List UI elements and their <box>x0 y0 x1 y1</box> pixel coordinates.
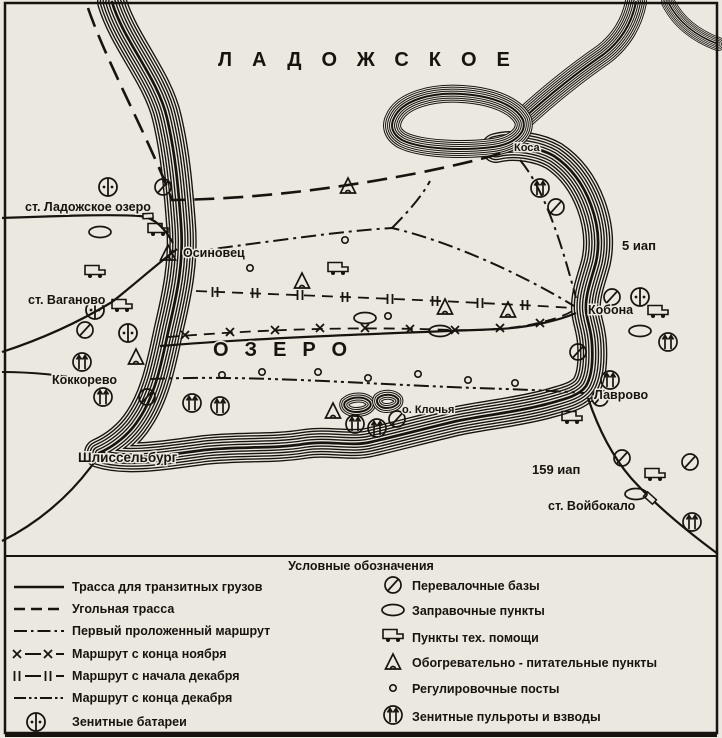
label-lavrovo: Лаврово <box>594 388 649 402</box>
lake-name-center: ОЗЕРО <box>213 339 363 361</box>
post-icon <box>313 367 323 377</box>
post-icon <box>246 263 254 273</box>
post-icon <box>257 367 267 377</box>
route-end-december <box>149 376 585 394</box>
post-icon <box>413 369 423 379</box>
legend-title: Условные обозначения <box>288 559 434 573</box>
fuel-icon <box>88 225 112 239</box>
truck-icon <box>84 264 106 279</box>
first-laid-route-branch <box>391 180 431 229</box>
label-kobona: Кобона <box>588 303 634 317</box>
station-symbol-ladozhskoye <box>142 212 154 220</box>
rail-to-voybokalo <box>586 397 719 555</box>
refueling-point-icon <box>381 603 405 617</box>
route-start-december <box>195 290 573 309</box>
tent-icon <box>127 348 145 365</box>
label-kosa: Коса <box>514 142 541 154</box>
label-kokkorevo: Коккорево <box>52 373 117 387</box>
transshipment-base-icon <box>384 576 402 594</box>
platoon-icon <box>72 352 92 372</box>
truck-icon <box>644 467 666 482</box>
platoon-icon <box>182 393 202 413</box>
legend: Условные обозначения Трасса для транзитн… <box>6 555 716 732</box>
legend-item-transit-route: Трасса для транзитных грузов <box>72 580 263 594</box>
platoon-icon <box>682 512 702 532</box>
fuel-icon <box>628 324 652 338</box>
legend-item-coal-route: Угольная трасса <box>72 602 175 616</box>
xmark-icon <box>315 323 325 333</box>
legend-item-first-route: Первый проложенный маршрут <box>72 624 270 638</box>
tent-icon <box>293 272 311 289</box>
bars-icon <box>386 293 394 305</box>
post-icon <box>363 373 373 383</box>
label-voybokalo: ст. Войбокало <box>548 499 636 513</box>
klochya-island-west-contour <box>343 396 372 413</box>
label-5-iap: 5 иап <box>622 238 656 253</box>
east-shore-route <box>519 159 577 299</box>
fuel-icon <box>624 487 648 501</box>
legend-item-route-end-november: Маршрут с конца ноября <box>72 647 227 661</box>
legend-item-transshipment-bases: Перевалочные базы <box>412 579 540 593</box>
aa-mg-company-icon <box>383 705 403 725</box>
tent-icon <box>324 402 342 419</box>
sample-x-dash-line <box>12 649 64 659</box>
label-osinovets: Осиновец <box>183 246 245 260</box>
fuel-icon <box>353 311 377 325</box>
kosa-spit-lagoon-contour <box>391 92 525 150</box>
legend-item-aa-mg-companies: Зенитные пульроты и взводы <box>412 710 601 724</box>
truck-icon <box>647 304 669 319</box>
label-shlisselburg: Шлиссельбург <box>78 450 178 465</box>
post-icon <box>340 236 350 244</box>
bars-icon <box>296 289 304 301</box>
road-to-kokkorevo <box>1 371 97 382</box>
battery-icon <box>630 287 650 307</box>
aa-battery-icon <box>26 712 46 732</box>
battery-icon <box>98 177 118 197</box>
warming-feeding-point-icon <box>384 653 402 670</box>
road-to-shlisselburg <box>1 451 106 542</box>
sample-double-bar-dash-line <box>13 670 64 682</box>
shoreline-top-right-corner-contour <box>667 1 719 45</box>
legend-item-aa-batteries: Зенитные батареи <box>72 715 187 729</box>
base-icon <box>76 321 94 339</box>
legend-item-control-posts: Регулировочные посты <box>412 682 559 696</box>
route-end-november <box>167 309 575 338</box>
post-icon <box>383 311 393 321</box>
shorelines <box>84 0 722 473</box>
label-ladozhskoye-ozero-station: ст. Ладожское озеро <box>25 200 151 214</box>
battery-icon <box>118 323 138 343</box>
label-vaganovo: ст. Ваганово <box>28 293 106 307</box>
ice-routes <box>86 7 585 394</box>
lake-name-top: ЛАДОЖСКОЕ <box>218 49 530 71</box>
klochya-island-east-contour <box>376 393 400 409</box>
post-icon <box>463 375 473 385</box>
label-klochya: о. Клочья <box>402 404 454 416</box>
legend-item-route-start-december: Маршрут с начала декабря <box>72 669 240 683</box>
station-symbol-voybokalo <box>642 490 658 506</box>
coal-route <box>86 7 507 202</box>
lake-shoreline-west-south-east-contour <box>97 0 600 459</box>
base-icon <box>547 198 565 216</box>
truck-icon <box>327 261 349 276</box>
tech-aid-point-icon <box>382 628 404 643</box>
legend-item-tech-aid-points: Пункты тех. помощи <box>412 631 539 645</box>
label-159-iap: 159 иап <box>532 462 580 477</box>
platoon-icon <box>210 396 230 416</box>
legend-item-warming-feeding-points: Обогревательно - питательные пункты <box>412 656 657 670</box>
legend-item-route-end-december: Маршрут с конца декабря <box>72 691 232 705</box>
base-icon <box>681 453 699 471</box>
truck-icon <box>111 298 133 313</box>
bars-icon <box>476 297 484 309</box>
map-labels: ЛАДОЖСКОЕ ОЗЕРО ст. Ладожское озеро Осин… <box>24 48 658 515</box>
shoreline-northeast-contour <box>523 1 637 119</box>
post-icon <box>510 378 520 388</box>
platoon-icon <box>658 332 678 352</box>
transit-cargo-route <box>159 311 577 348</box>
platoon-icon <box>93 387 113 407</box>
traffic-control-post-icon <box>388 683 398 693</box>
rail-to-ladozhskoye-ozero-station <box>1 214 174 244</box>
legend-item-refueling-points: Заправочные пункты <box>412 604 545 618</box>
